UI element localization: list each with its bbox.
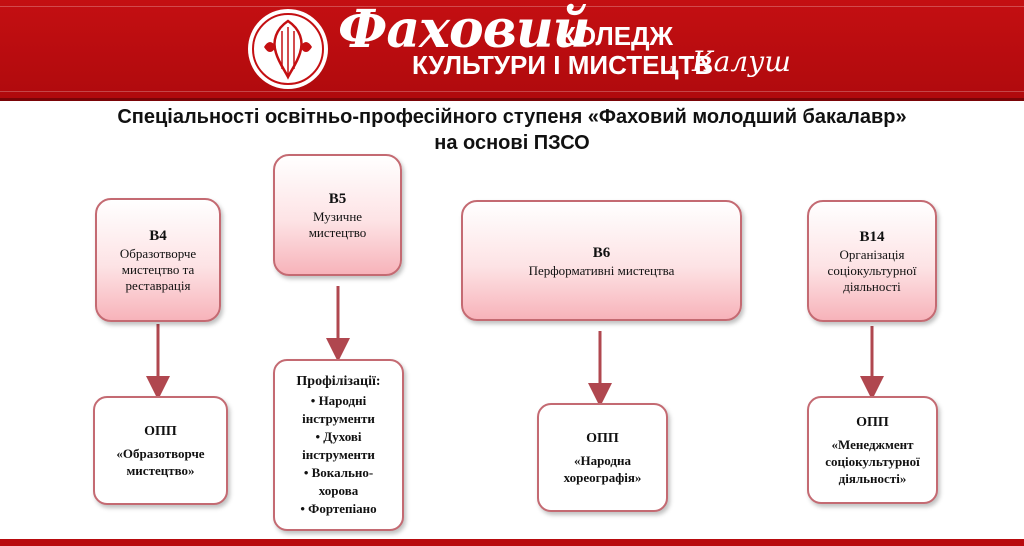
- college-word: КОЛЕДЖ: [560, 21, 674, 51]
- specialty-line: соціокультурної: [827, 263, 917, 278]
- specialty-code: В4: [149, 228, 167, 244]
- program-line: інструменти: [302, 447, 375, 462]
- specialty-line: діяльності: [843, 279, 901, 294]
- program-box-b6: ОПП «Народна хореографія»: [537, 403, 668, 512]
- program-line: «Менеджмент: [831, 437, 914, 452]
- page-title: Спеціальності освітньо-професійного ступ…: [117, 106, 907, 128]
- program-line: соціокультурної: [825, 454, 920, 469]
- header-banner: Фаховий КОЛЕДЖ КУЛЬТУРИ І МИСТЕЦТВ м. Ка…: [0, 0, 1024, 101]
- page-subtitle: на основі ПЗСО: [434, 132, 590, 154]
- specialty-box-b14: В14 Організація соціокультурної діяльнос…: [807, 200, 937, 322]
- city-prefix: м.: [669, 62, 679, 74]
- college-subtitle: КУЛЬТУРИ І МИСТЕЦТВ: [412, 50, 714, 80]
- program-box-b14: ОПП «Менеджмент соціокультурної діяльнос…: [807, 396, 938, 504]
- specialty-line: Музичне: [312, 209, 363, 224]
- specialty-box-b6: В6 Перформативні мистецтва: [461, 200, 742, 321]
- program-head: Профілізації:: [296, 374, 381, 389]
- specialty-code: В6: [592, 244, 611, 261]
- specialty-box-b5: В5 Музичне мистецтво: [273, 154, 402, 276]
- program-box-b5: Профілізації: • Народні інструменти • Ду…: [273, 359, 404, 531]
- program-head: ОПП: [144, 424, 177, 439]
- specialty-line: Образотворче: [119, 246, 197, 261]
- footer-bar: [0, 539, 1024, 546]
- specialty-line: реставрація: [125, 278, 191, 293]
- college-logo-icon: [248, 9, 328, 89]
- program-line: • Вокально-: [303, 465, 374, 480]
- program-line: «Народна: [573, 453, 632, 468]
- program-head: ОПП: [856, 415, 889, 430]
- banner-border: [0, 6, 1024, 92]
- specialty-line: Організація: [839, 247, 905, 262]
- program-line: інструменти: [302, 411, 375, 426]
- specialty-line: Перформативні мистецтва: [528, 262, 675, 278]
- program-line: • Фортепіано: [300, 501, 377, 516]
- program-line: діяльності»: [838, 471, 907, 486]
- program-head: ОПП: [586, 431, 619, 446]
- specialty-code: В5: [328, 191, 347, 207]
- program-line: хорова: [318, 483, 359, 498]
- specialty-line: мистецтво та: [121, 262, 195, 277]
- program-line: • Духові: [315, 429, 362, 444]
- specialty-box-b4: В4 Образотворче мистецтво та реставрація: [95, 198, 221, 322]
- program-line: мистецтво»: [126, 463, 195, 478]
- specialty-code: В14: [859, 229, 885, 245]
- program-line: хореографія»: [563, 470, 642, 485]
- college-script-name: Фаховий: [338, 0, 590, 60]
- program-box-b4: ОПП «Образотворче мистецтво»: [93, 396, 228, 505]
- city-name: Калуш: [692, 45, 791, 78]
- specialty-line: мистецтво: [308, 225, 367, 240]
- program-line: • Народні: [310, 393, 367, 408]
- program-line: «Образотворче: [116, 446, 205, 461]
